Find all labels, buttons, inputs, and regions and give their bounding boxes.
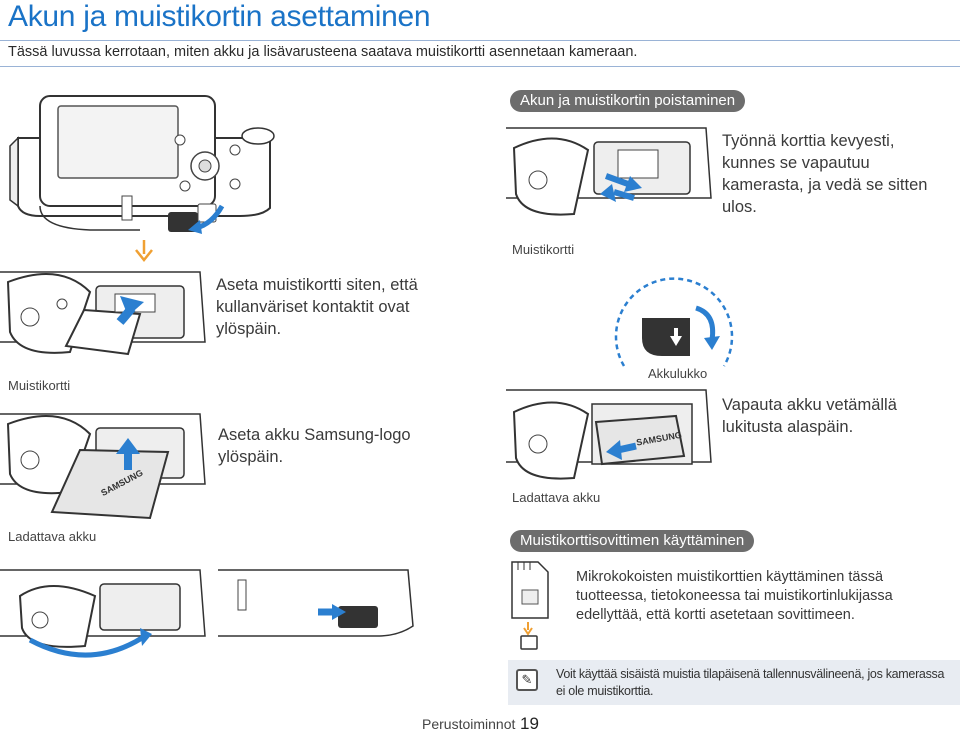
card-removal-label: Muistikortti	[512, 242, 575, 257]
insert-card-step-text: Aseta muistikortti siten, että kullanvär…	[216, 276, 418, 338]
pencil-note-icon: ✎	[516, 669, 538, 691]
lock-cover-illustration	[218, 569, 414, 637]
card-removal-text: Työnnä korttia kevyesti, kunnes se vapau…	[722, 132, 928, 216]
subtitle-rule	[0, 66, 960, 67]
footer-section-label: Perustoiminnot	[422, 716, 516, 732]
battery-lock-zoom-illustration	[614, 277, 734, 367]
page-subtitle: Tässä luvussa kerrotaan, miten akku ja l…	[8, 44, 638, 60]
card-insertion-illustration	[0, 271, 206, 356]
card-removal-illustration	[506, 127, 712, 216]
note-box: ✎ Voit käyttää sisäistä muistia tilapäis…	[508, 660, 960, 705]
battery-label: Ladattava akku	[8, 529, 97, 544]
battery-removal-label: Ladattava akku	[512, 490, 601, 505]
battery-insertion-illustration: SAMSUNG	[0, 413, 206, 520]
title-rule	[0, 40, 960, 41]
note-text: Voit käyttää sisäistä muistia tilapäisen…	[556, 667, 945, 698]
adapter-text: Mikrokokoisten muistikorttien käyttämine…	[576, 569, 893, 623]
close-cover-illustration	[0, 569, 206, 658]
insert-battery-step-text: Aseta akku Samsung-logo ylöspäin.	[218, 426, 411, 466]
memory-card-label: Muistikortti	[8, 378, 71, 393]
removal-heading: Akun ja muistikortin poistaminen	[510, 90, 746, 112]
arrow-down-icon	[135, 240, 153, 263]
battery-lock-label: Akkulukko	[648, 366, 708, 381]
page-title: Akun ja muistikortin asettaminen	[8, 0, 431, 33]
battery-removal-text: Vapauta akku vetämällä lukitusta alaspäi…	[722, 396, 897, 436]
adapter-heading: Muistikorttisovittimen käyttäminen	[510, 530, 755, 552]
sd-adapter-icon	[511, 561, 549, 650]
battery-removal-illustration: SAMSUNG	[506, 389, 712, 480]
page-number: 19	[520, 714, 539, 733]
camera-open-cover-illustration	[9, 95, 275, 234]
